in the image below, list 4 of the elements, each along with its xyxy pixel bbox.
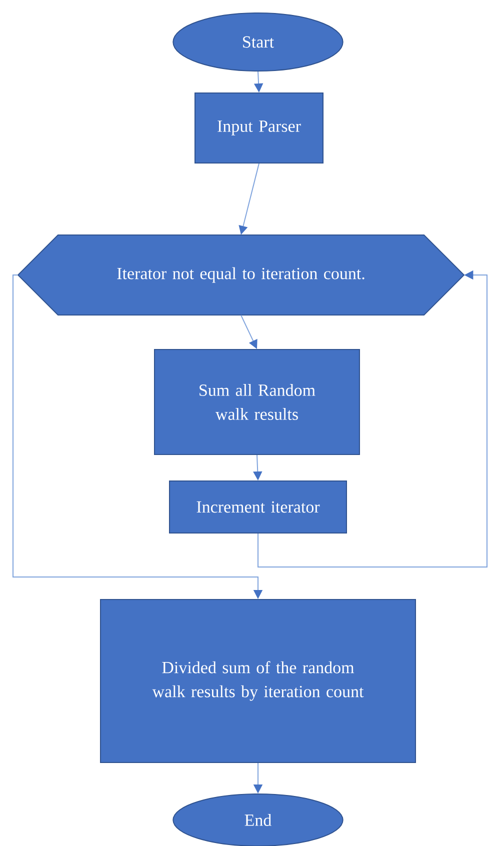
process-box: Sum all Random walk results	[154, 349, 360, 455]
process-box: Increment iterator	[169, 480, 347, 534]
process-box: Divided sum of the random walk results by iteration count	[100, 599, 416, 763]
process-box: Input Parser	[194, 92, 324, 164]
